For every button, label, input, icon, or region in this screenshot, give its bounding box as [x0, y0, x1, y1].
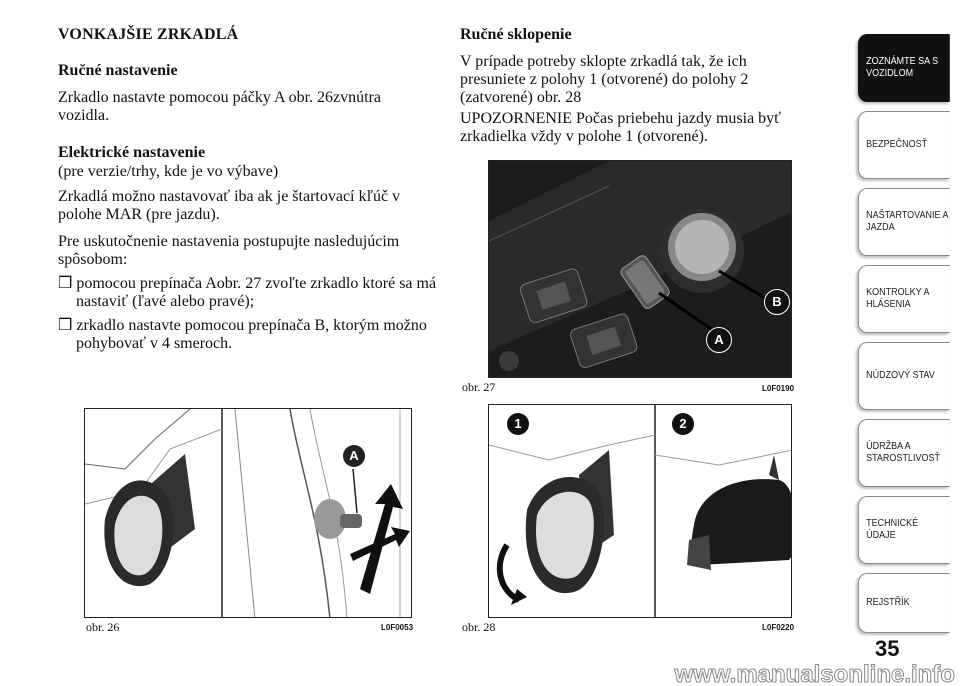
mirror-adjust-illustration	[85, 409, 410, 617]
tab-label: NAŠTARTOVANIE A JAZDA	[866, 210, 948, 233]
tab-udrzba-a-starostlivost[interactable]: ÚDRŽBA A STAROSTLIVOSŤ	[858, 419, 950, 487]
callout-a: A	[343, 445, 365, 467]
figure-28-code: L0F0220	[762, 623, 795, 632]
electric-heading: Elektrické nastavenie	[58, 144, 206, 161]
tab-kontrolky-a-hlasenia[interactable]: KONTROLKY A HLÁSENIA	[858, 265, 950, 333]
watermark-text: www.manualsonline.info	[674, 661, 955, 686]
figure-28: 1 2	[488, 404, 792, 618]
tab-label: NÚDZOVÝ STAV	[866, 370, 935, 381]
tab-nudzovy-stav[interactable]: NÚDZOVÝ STAV	[858, 342, 950, 410]
figure-27-code: L0F0190	[762, 384, 795, 393]
electric-note: (pre verzie/trhy, kde je vo výbave)	[58, 163, 279, 180]
callout-1: 1	[507, 413, 529, 435]
tab-label: REJSTŘÍK	[866, 597, 910, 608]
callout-a: A	[706, 327, 732, 353]
watermark: www.manualsonline.info	[673, 661, 955, 686]
callout-2: 2	[672, 413, 694, 435]
manual-heading: Ručné nastavenie	[58, 62, 178, 79]
bullet-item: ❒ zrkadlo nastavte pomocou prepínača B, …	[58, 317, 427, 352]
tab-bezpecnost[interactable]: BEZPEČNOSŤ	[858, 111, 950, 179]
callout-b: B	[764, 289, 790, 315]
warning-text: UPOZORNENIE Počas priebehu jazdy musia b…	[460, 110, 781, 145]
tab-label: KONTROLKY A HLÁSENIA	[866, 287, 929, 310]
window-switch-panel-illustration	[489, 161, 791, 377]
fold-heading: Ručné sklopenie	[460, 26, 572, 43]
tab-label: ZOZNÁMTE SA S VOZIDLOM	[866, 56, 939, 79]
manual-text: Zrkadlo nastavte pomocou páčky A obr. 26…	[58, 89, 382, 124]
figure-26: A	[84, 408, 412, 618]
tab-technicke-udaje[interactable]: TECHNICKÉ ÚDAJE	[858, 496, 950, 564]
bullet-item: ❒ pomocou prepínača Aobr. 27 zvoľte zrka…	[58, 275, 437, 310]
tab-label: ÚDRŽBA A STAROSTLIVOSŤ	[866, 441, 940, 464]
tab-label: BEZPEČNOSŤ	[866, 139, 928, 150]
page-number: 35	[875, 636, 900, 661]
figure-27-caption: obr. 27	[462, 380, 496, 394]
tab-rejstrik[interactable]: REJSTŘÍK	[858, 573, 950, 633]
tab-nastartovanie-a-jazda[interactable]: NAŠTARTOVANIE A JAZDA	[858, 188, 950, 256]
tab-zoznamte-sa-s-vozidlom[interactable]: ZOZNÁMTE SA S VOZIDLOM	[858, 34, 950, 102]
figure-26-code: L0F0053	[381, 623, 414, 632]
fold-text: V prípade potreby sklopte zrkadlá tak, ž…	[460, 53, 749, 106]
electric-text-1: Zrkadlá možno nastavovať iba ak je štart…	[58, 188, 401, 223]
mirror-fold-illustration	[489, 405, 791, 617]
electric-text-2: Pre uskutočnenie nastavenia postupujte n…	[58, 233, 400, 268]
figure-28-caption: obr. 28	[462, 620, 496, 634]
tab-label: TECHNICKÉ ÚDAJE	[866, 518, 919, 541]
figure-27: B A	[488, 160, 792, 378]
section-title: VONKAJŠIE ZRKADLÁ	[58, 26, 239, 43]
figure-26-caption: obr. 26	[86, 620, 120, 634]
